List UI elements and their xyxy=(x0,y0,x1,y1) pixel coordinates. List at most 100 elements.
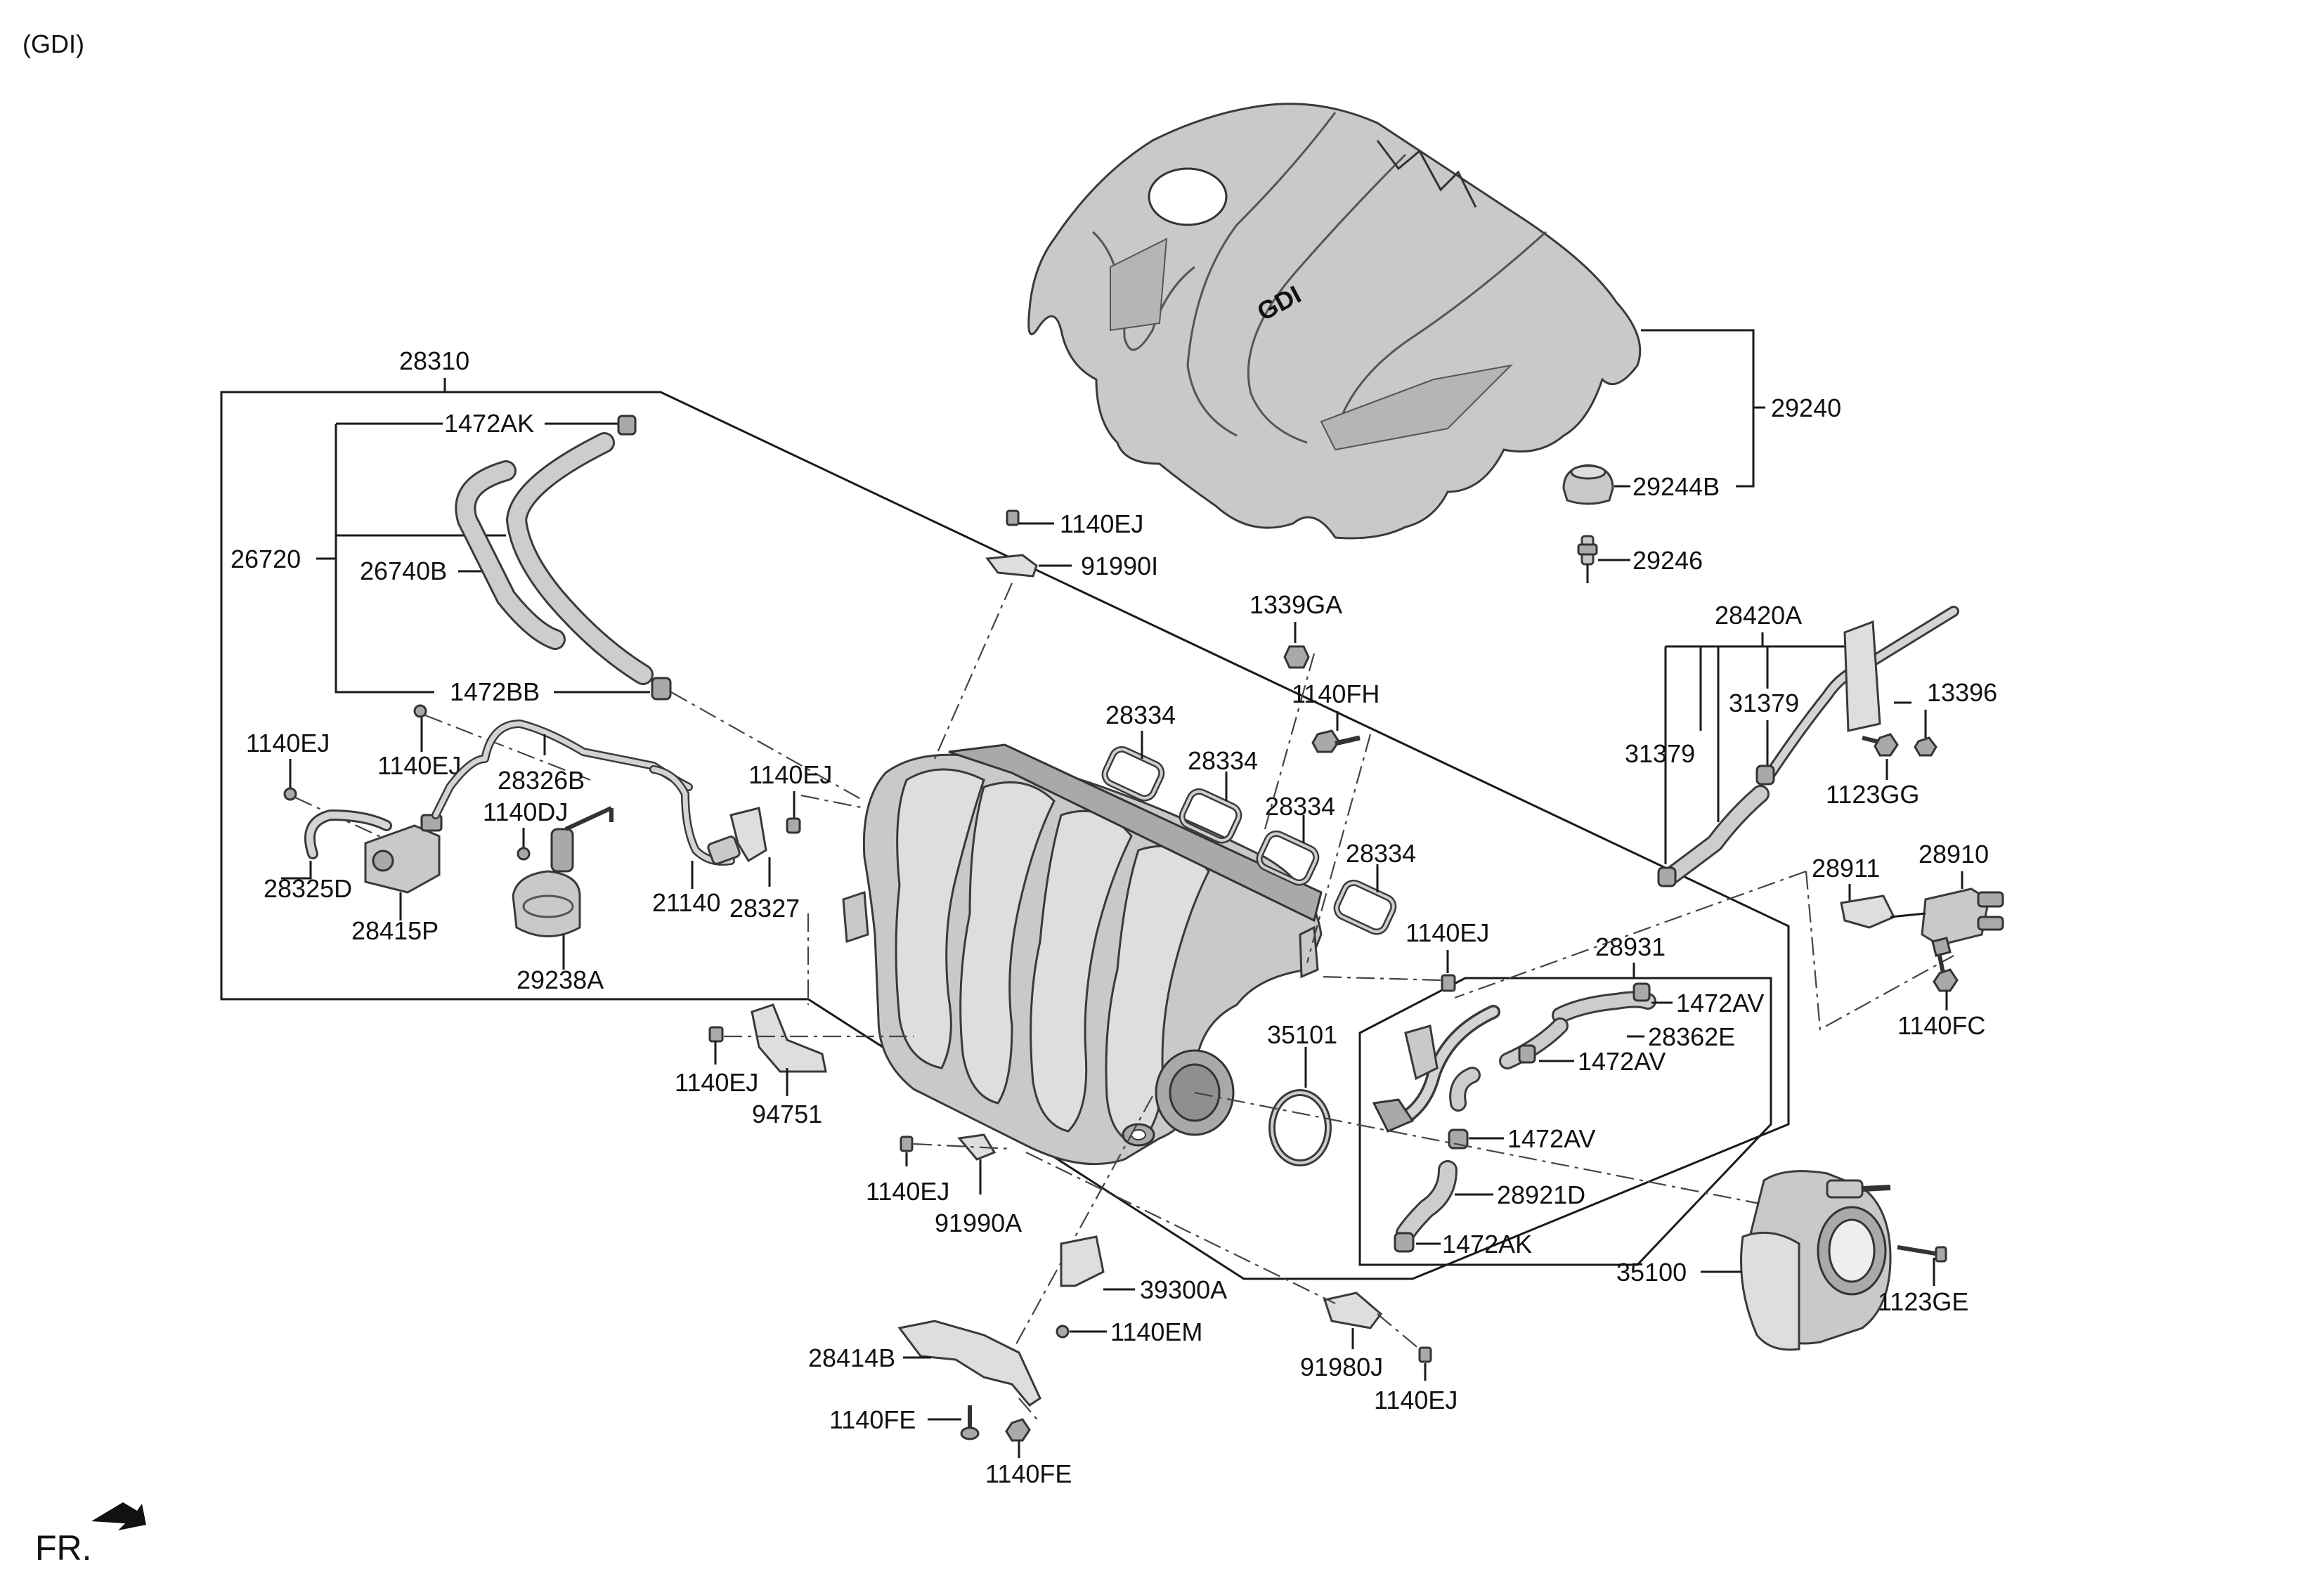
gasket-28334-a[interactable] xyxy=(1101,746,1165,802)
bolt-1140EJ-a[interactable] xyxy=(283,787,297,801)
dash-1140FE xyxy=(1018,1398,1041,1424)
leader-29240 xyxy=(1641,329,1755,488)
bracket-28911[interactable] xyxy=(1840,894,1896,929)
label-29244B: 29244B xyxy=(1632,472,1720,501)
dash-1140EJ-e xyxy=(1320,975,1441,982)
clamp-1472AV-c[interactable] xyxy=(1448,1128,1469,1150)
front-arrow-icon xyxy=(91,1502,146,1530)
label-1140EJ-b: 1140EJ xyxy=(377,751,461,780)
clamp-1472AK-bot[interactable] xyxy=(1394,1232,1415,1253)
label-1140DJ: 1140DJ xyxy=(483,798,568,826)
label-94751: 94751 xyxy=(752,1100,822,1128)
bracket-91990A[interactable] xyxy=(957,1133,997,1161)
gasket-28334-c[interactable] xyxy=(1256,830,1320,886)
label-28334-a: 28334 xyxy=(1105,701,1176,729)
bolt-1140EJ-g[interactable] xyxy=(900,1135,914,1152)
heat-shield-28414B[interactable] xyxy=(897,1320,1041,1407)
label-91990A: 91990A xyxy=(935,1209,1022,1237)
bolt-1140EM[interactable] xyxy=(1056,1325,1070,1339)
clamp-1472AV-b[interactable] xyxy=(1518,1044,1536,1064)
dash-1339GA xyxy=(1264,653,1316,830)
bolt-1140EJ-b[interactable] xyxy=(413,704,427,718)
clamp-1472AV-a[interactable] xyxy=(1632,982,1651,1002)
label-28326B: 28326B xyxy=(498,766,585,795)
actuator-29238A[interactable] xyxy=(512,806,614,937)
clamp-1472AK-top[interactable] xyxy=(617,415,637,436)
label-1472AV-b: 1472AV xyxy=(1578,1047,1666,1076)
assembly-outline-28310 xyxy=(220,391,1790,1280)
bolt-1123GE[interactable] xyxy=(1897,1245,1947,1263)
label-1140EJ-c: 1140EJ xyxy=(748,760,832,789)
bolt-1140EJ-e[interactable] xyxy=(1441,974,1456,992)
bracket-28327[interactable] xyxy=(729,807,767,863)
nut-1339GA[interactable] xyxy=(1283,645,1310,669)
clamp-1472BB[interactable] xyxy=(651,677,672,701)
purge-valve-28415P[interactable] xyxy=(364,814,443,894)
bolt-1140FC[interactable] xyxy=(1933,955,1959,992)
label-35100: 35100 xyxy=(1616,1258,1687,1287)
label-1123GE: 1123GE xyxy=(1878,1287,1968,1316)
dash-1140EJ-b xyxy=(424,714,591,781)
label-1472AV-c: 1472AV xyxy=(1507,1124,1595,1153)
label-1140EJ-f: 1140EJ xyxy=(675,1068,758,1097)
bolt-1140EJ-c[interactable] xyxy=(786,817,801,834)
label-28414B: 28414B xyxy=(808,1343,895,1372)
nut-13396[interactable] xyxy=(1914,736,1937,757)
label-1140EJ-e: 1140EJ xyxy=(1406,918,1489,947)
engine-cover[interactable]: GDI xyxy=(1027,103,1642,540)
front-label: FR. xyxy=(35,1528,92,1568)
label-1123GG: 1123GG xyxy=(1826,780,1919,809)
bolt-1140EJ-d[interactable] xyxy=(1006,509,1020,526)
bolt-1140EJ-f[interactable] xyxy=(708,1026,724,1043)
label-28910: 28910 xyxy=(1919,840,1989,868)
bracket-91980J[interactable] xyxy=(1323,1291,1383,1329)
label-35101: 35101 xyxy=(1267,1020,1337,1049)
dash-throttle-axis xyxy=(1194,1091,1786,1210)
bracket-94751[interactable] xyxy=(751,1003,827,1073)
label-28931: 28931 xyxy=(1595,932,1666,961)
dash-1140EJ-c xyxy=(800,794,865,809)
label-28362E: 28362E xyxy=(1648,1022,1735,1051)
label-91990I: 91990I xyxy=(1081,552,1158,580)
hose-26740B-a[interactable] xyxy=(455,460,566,650)
oring-35101[interactable] xyxy=(1268,1089,1332,1166)
bolt-1140FH[interactable] xyxy=(1311,729,1361,753)
label-28415P: 28415P xyxy=(351,916,439,945)
bolt-1123GG[interactable] xyxy=(1862,733,1899,757)
label-1472BB: 1472BB xyxy=(450,677,540,706)
bracket-91990I[interactable] xyxy=(985,554,1038,578)
label-29246: 29246 xyxy=(1632,546,1703,575)
pcv-valve-28362E[interactable] xyxy=(1372,1005,1500,1133)
stud-29246[interactable] xyxy=(1577,535,1598,583)
hose-26740B-b[interactable] xyxy=(506,432,654,685)
label-1140FH: 1140FH xyxy=(1292,679,1380,708)
label-1140FE-a: 1140FE xyxy=(829,1405,916,1434)
label-29238A: 29238A xyxy=(517,965,604,994)
assembly-outline-28931 xyxy=(1358,977,1772,1266)
dash-28910-group xyxy=(1805,871,1954,1031)
leader-28325D xyxy=(281,861,312,880)
pipe-21140[interactable] xyxy=(649,765,741,866)
gasket-28334-d[interactable] xyxy=(1333,879,1397,935)
bolt-1140DJ[interactable] xyxy=(517,847,531,861)
bolt-1140FE-b[interactable] xyxy=(1005,1418,1031,1442)
gasket-28334-b[interactable] xyxy=(1179,788,1242,844)
connector-28911-28910 xyxy=(1890,912,1926,918)
label-28325D: 28325D xyxy=(264,874,352,903)
label-28334-b: 28334 xyxy=(1188,746,1258,775)
hose-28921D[interactable] xyxy=(1396,1067,1481,1243)
bolt-1140EJ-h[interactable] xyxy=(1418,1346,1432,1363)
valve-28910[interactable] xyxy=(1921,887,2004,957)
hose-28325D[interactable] xyxy=(304,809,392,859)
label-1140EM: 1140EM xyxy=(1110,1317,1202,1346)
label-28911: 28911 xyxy=(1812,854,1880,883)
hose-28420A[interactable] xyxy=(1657,606,1959,887)
grommet-29244B[interactable] xyxy=(1562,464,1614,505)
intake-manifold[interactable] xyxy=(842,743,1323,1166)
throttle-body-35100[interactable] xyxy=(1740,1170,1892,1351)
label-28327: 28327 xyxy=(729,894,800,923)
bracket-39300A[interactable] xyxy=(1060,1235,1105,1287)
bolt-1140FE-a[interactable] xyxy=(960,1405,980,1440)
dash-91990A xyxy=(913,1143,1013,1150)
label-26720: 26720 xyxy=(231,545,301,573)
